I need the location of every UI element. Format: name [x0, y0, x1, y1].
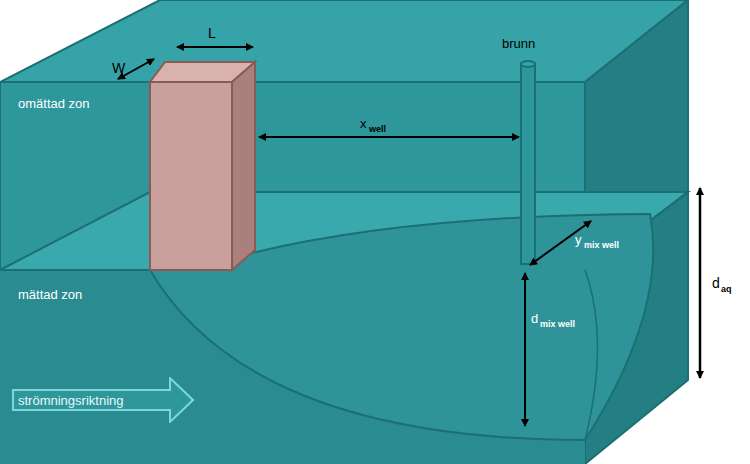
- dimension-label: d: [712, 276, 720, 290]
- flow-arrow: strömningsriktning: [12, 377, 194, 423]
- dimension-label: omättad zon: [18, 97, 90, 110]
- dimension-label: x: [360, 117, 367, 130]
- subscript-label: mix well: [584, 241, 619, 250]
- subscript-label: well: [369, 125, 386, 134]
- subscript-label: mix well: [540, 320, 575, 329]
- flow-label: strömningsriktning: [12, 393, 194, 408]
- dimension-label: d: [531, 312, 538, 325]
- subscript-label: aq: [721, 285, 732, 294]
- dimension-label: y: [575, 233, 582, 246]
- dimension-label: W: [112, 61, 125, 75]
- dimension-label: brunn: [502, 37, 535, 50]
- dimension-label: L: [208, 26, 216, 40]
- dimension-label: mättad zon: [18, 288, 82, 301]
